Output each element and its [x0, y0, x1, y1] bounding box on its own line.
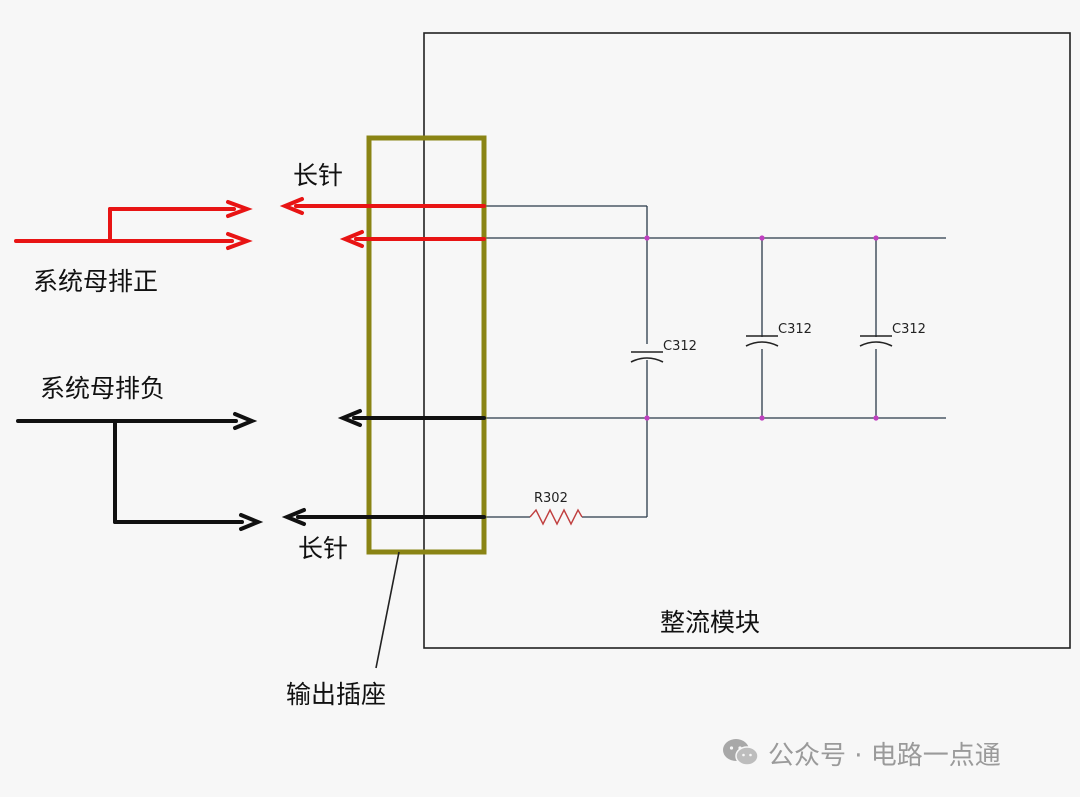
capacitor-1: [630, 351, 664, 363]
junction-dots: [644, 235, 879, 421]
wechat-icon: [723, 739, 759, 766]
bus-negative-label: 系统母排负: [40, 374, 165, 403]
rectifier-module-label: 整流模块: [660, 608, 760, 637]
resistor-label: R302: [534, 491, 568, 506]
capacitor-2: [745, 335, 779, 347]
long-pin-bottom-label: 长针: [298, 534, 348, 563]
cap2-label: C312: [778, 322, 812, 337]
cap1-label: C312: [663, 339, 697, 354]
watermark-text: 公众号 · 电路一点通: [768, 740, 1001, 771]
rectifier-module-box: [423, 32, 1071, 649]
long-pin-top-label: 长针: [293, 161, 343, 190]
socket-leader-line: [375, 551, 400, 669]
cap3-label: C312: [892, 322, 926, 337]
resistor-r302: [529, 508, 583, 526]
watermark: 公众号 · 电路一点通: [722, 733, 1001, 773]
capacitor-3: [859, 335, 893, 347]
output-socket: [366, 135, 487, 555]
bus-positive-label: 系统母排正: [33, 267, 158, 296]
negative-bus-arrows: [16, 409, 486, 531]
circuit-wires: [484, 205, 946, 518]
output-socket-label: 输出插座: [286, 680, 386, 709]
positive-bus-arrows: [14, 197, 486, 250]
